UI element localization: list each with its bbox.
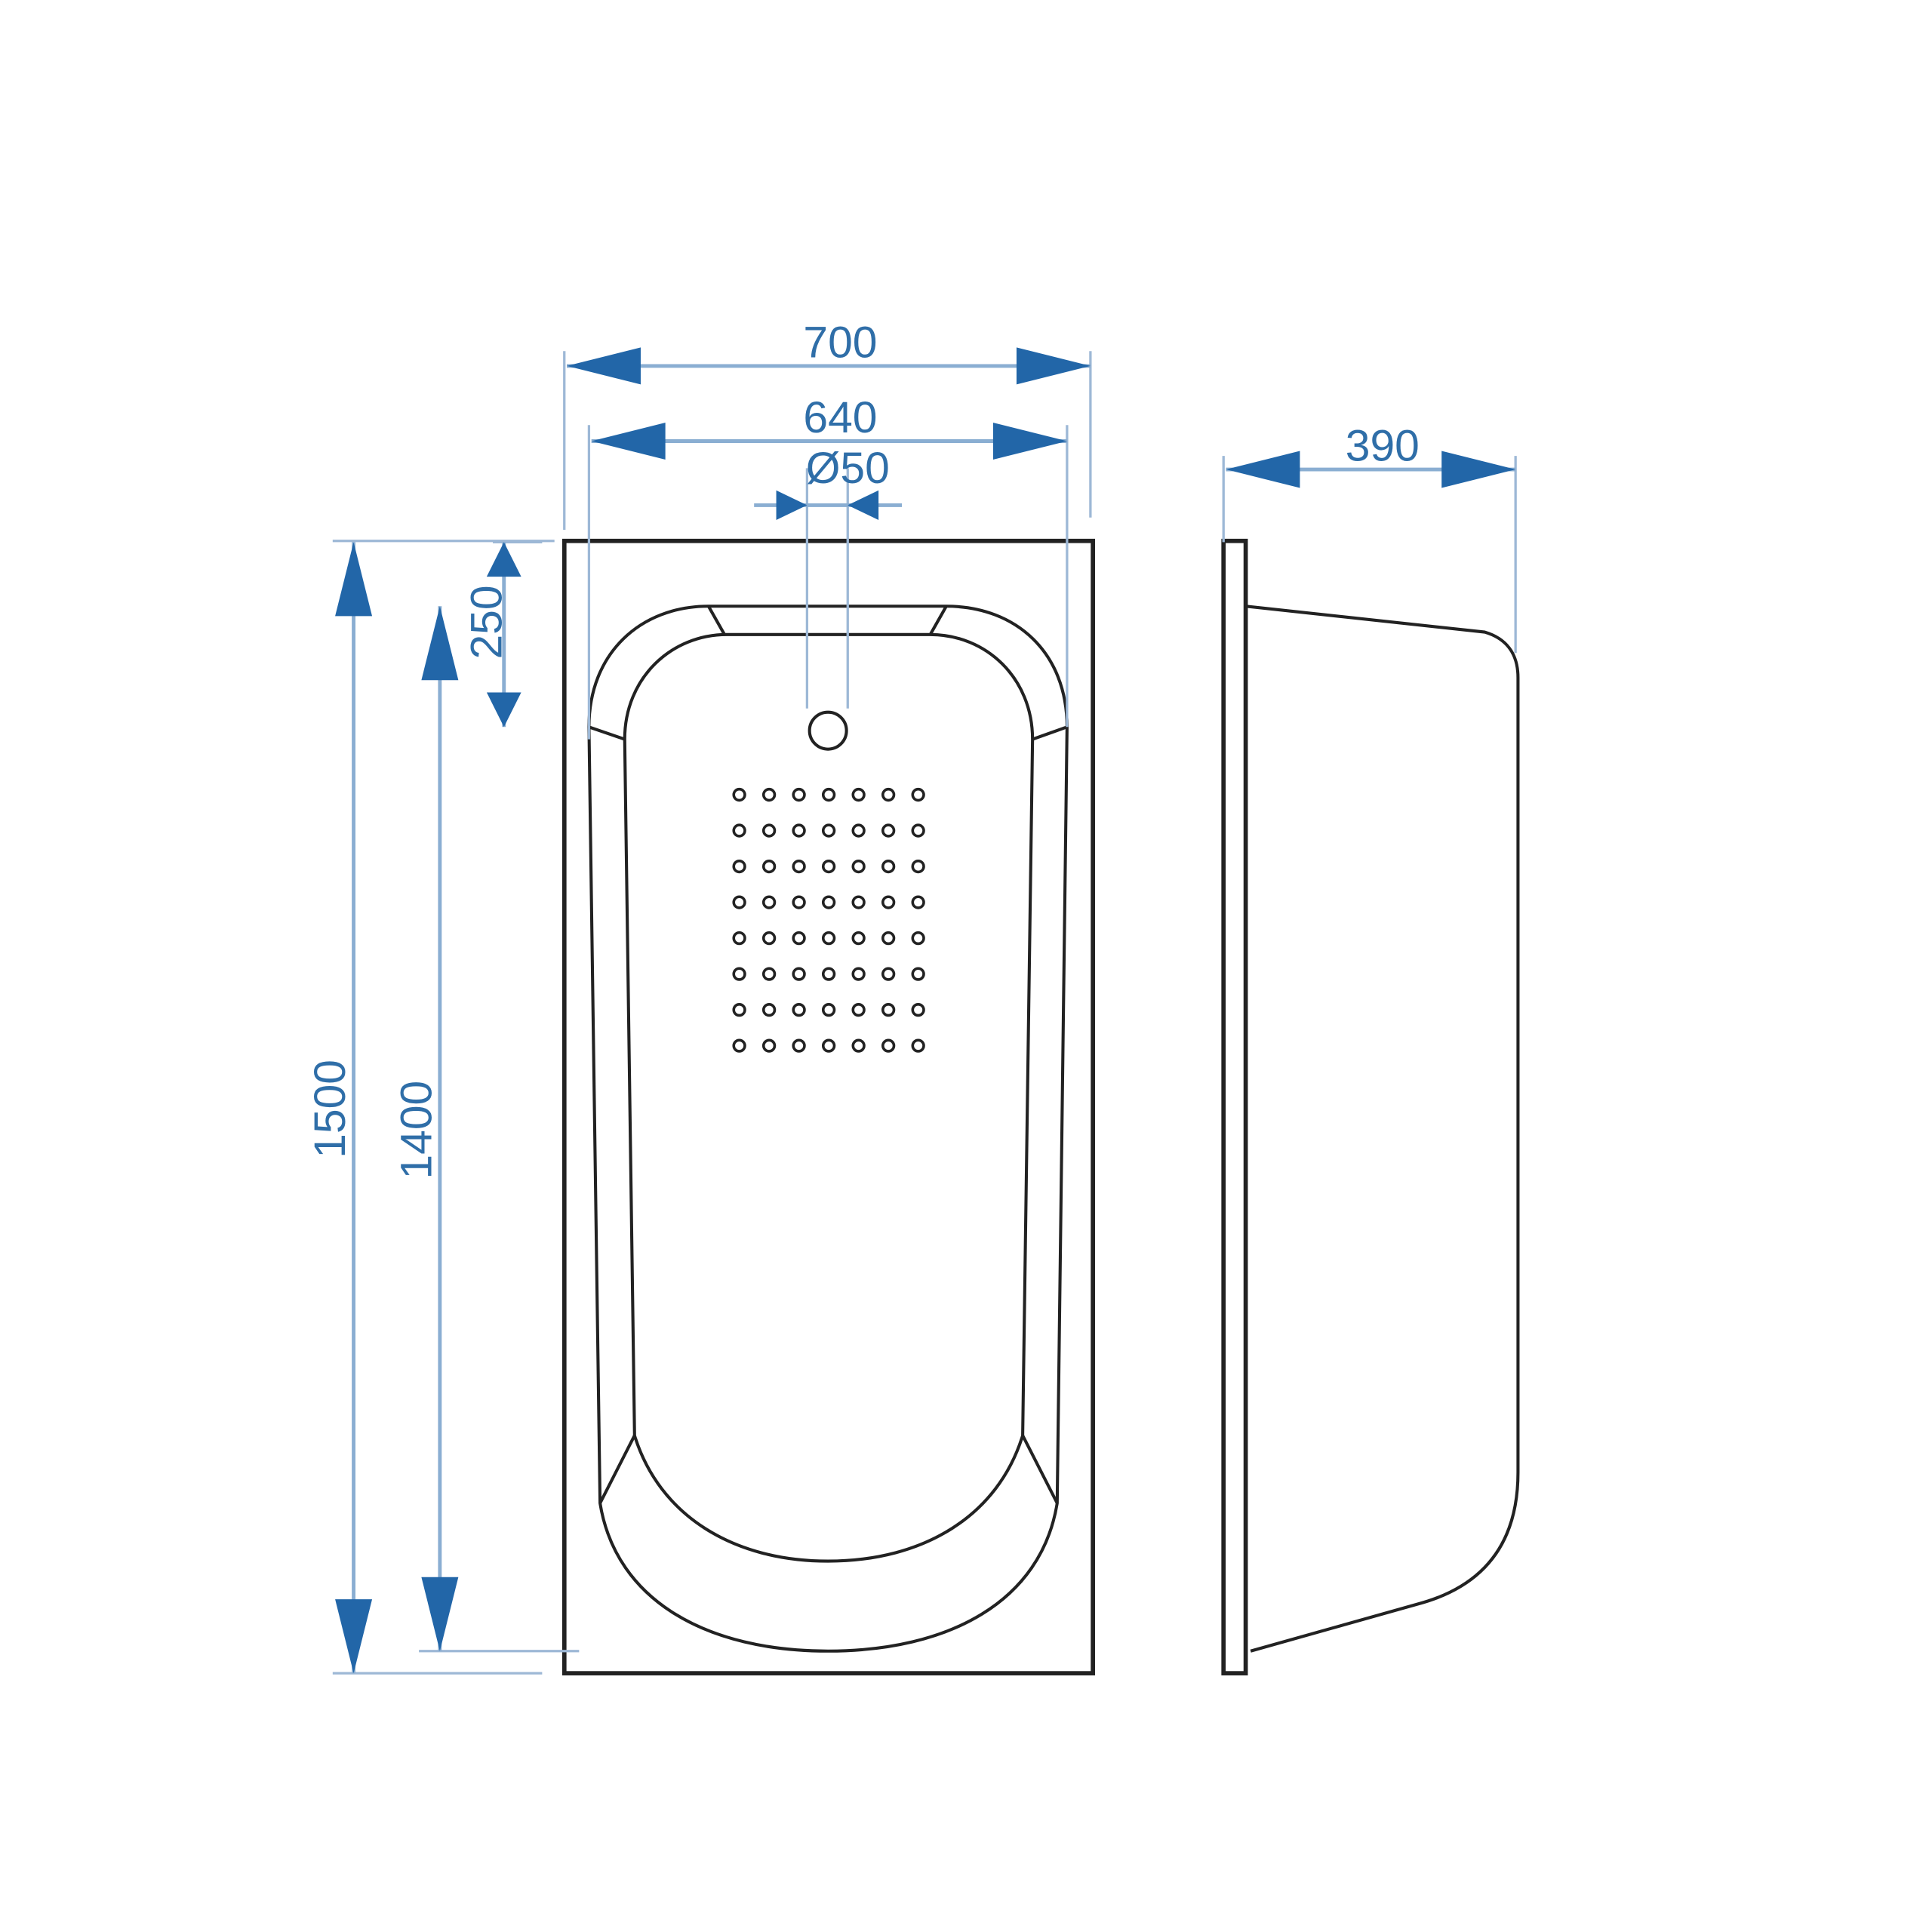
anti-slip-dot	[732, 967, 746, 981]
tub-outer-frame	[561, 538, 1096, 1675]
anti-slip-dot	[761, 1002, 777, 1017]
anti-slip-dot	[761, 931, 777, 946]
anti-slip-dot	[911, 823, 925, 838]
anti-slip-dot	[732, 931, 746, 946]
dim-label-250: 250	[462, 585, 511, 659]
anti-slip-dot	[792, 823, 806, 838]
anti-slip-dot	[851, 859, 866, 874]
anti-slip-dot	[761, 967, 777, 981]
dim-label-390: 390	[1346, 422, 1420, 471]
anti-slip-dot	[881, 787, 896, 802]
side-profile	[1245, 605, 1520, 1653]
anti-slip-dot	[732, 859, 746, 874]
dimension-drain-diameter: Ø50	[754, 444, 903, 520]
tub-basin-outline	[623, 632, 1035, 1563]
anti-slip-dot	[851, 967, 866, 981]
anti-slip-dot	[821, 931, 836, 946]
anti-slip-dot	[761, 1038, 777, 1053]
anti-slip-dots	[732, 787, 925, 1053]
anti-slip-dot	[732, 1002, 746, 1017]
side-view	[1221, 538, 1520, 1675]
anti-slip-dot	[881, 967, 896, 981]
anti-slip-dot	[851, 1002, 866, 1017]
anti-slip-dot	[761, 859, 777, 874]
dimension-640: 640	[591, 393, 1067, 460]
anti-slip-dot	[911, 859, 925, 874]
dim-label-700: 700	[803, 318, 877, 367]
anti-slip-dot	[821, 859, 836, 874]
anti-slip-dot	[792, 859, 806, 874]
anti-slip-dot	[881, 823, 896, 838]
headrest-lines	[588, 605, 1068, 1504]
extension-lines	[332, 351, 1517, 1675]
anti-slip-dot	[732, 787, 746, 802]
anti-slip-dot	[911, 895, 925, 909]
anti-slip-dot	[911, 1038, 925, 1053]
anti-slip-dot	[821, 787, 836, 802]
anti-slip-dot	[881, 895, 896, 909]
anti-slip-dot	[792, 967, 806, 981]
anti-slip-dot	[881, 1002, 896, 1017]
anti-slip-dot	[881, 1038, 896, 1053]
anti-slip-dot	[911, 1002, 925, 1017]
anti-slip-dot	[732, 1038, 746, 1053]
dim-label-diameter: Ø50	[806, 444, 890, 493]
top-view	[561, 538, 1096, 1675]
anti-slip-dot	[792, 787, 806, 802]
anti-slip-dot	[881, 859, 896, 874]
anti-slip-dot	[821, 1038, 836, 1053]
anti-slip-dot	[732, 823, 746, 838]
anti-slip-dot	[821, 895, 836, 909]
side-rim	[1221, 538, 1248, 1675]
anti-slip-dot	[792, 1038, 806, 1053]
anti-slip-dot	[761, 895, 777, 909]
anti-slip-dot	[851, 931, 866, 946]
anti-slip-dot	[881, 931, 896, 946]
dim-label-1500: 1500	[306, 1060, 355, 1158]
anti-slip-dot	[792, 1002, 806, 1017]
anti-slip-dot	[761, 787, 777, 802]
anti-slip-dot	[792, 895, 806, 909]
anti-slip-dot	[851, 1038, 866, 1053]
anti-slip-dot	[911, 967, 925, 981]
tub-rim-outline	[587, 605, 1069, 1653]
anti-slip-dot	[821, 1002, 836, 1017]
anti-slip-dot	[851, 823, 866, 838]
dim-label-1400: 1400	[392, 1081, 441, 1180]
dim-label-640: 640	[803, 393, 877, 442]
dimension-1500: 1500	[306, 542, 373, 1674]
dimension-1400: 1400	[392, 606, 459, 1651]
anti-slip-dot	[911, 787, 925, 802]
anti-slip-dot	[821, 823, 836, 838]
dimension-250: 250	[462, 542, 521, 728]
anti-slip-dot	[821, 967, 836, 981]
anti-slip-dot	[732, 895, 746, 909]
anti-slip-dot	[851, 787, 866, 802]
anti-slip-dot	[851, 895, 866, 909]
anti-slip-dot	[792, 931, 806, 946]
dimension-700: 700	[567, 318, 1091, 385]
drain-hole	[808, 710, 848, 751]
anti-slip-dot	[911, 931, 925, 946]
anti-slip-dot	[761, 823, 777, 838]
dimension-390: 390	[1226, 422, 1516, 488]
